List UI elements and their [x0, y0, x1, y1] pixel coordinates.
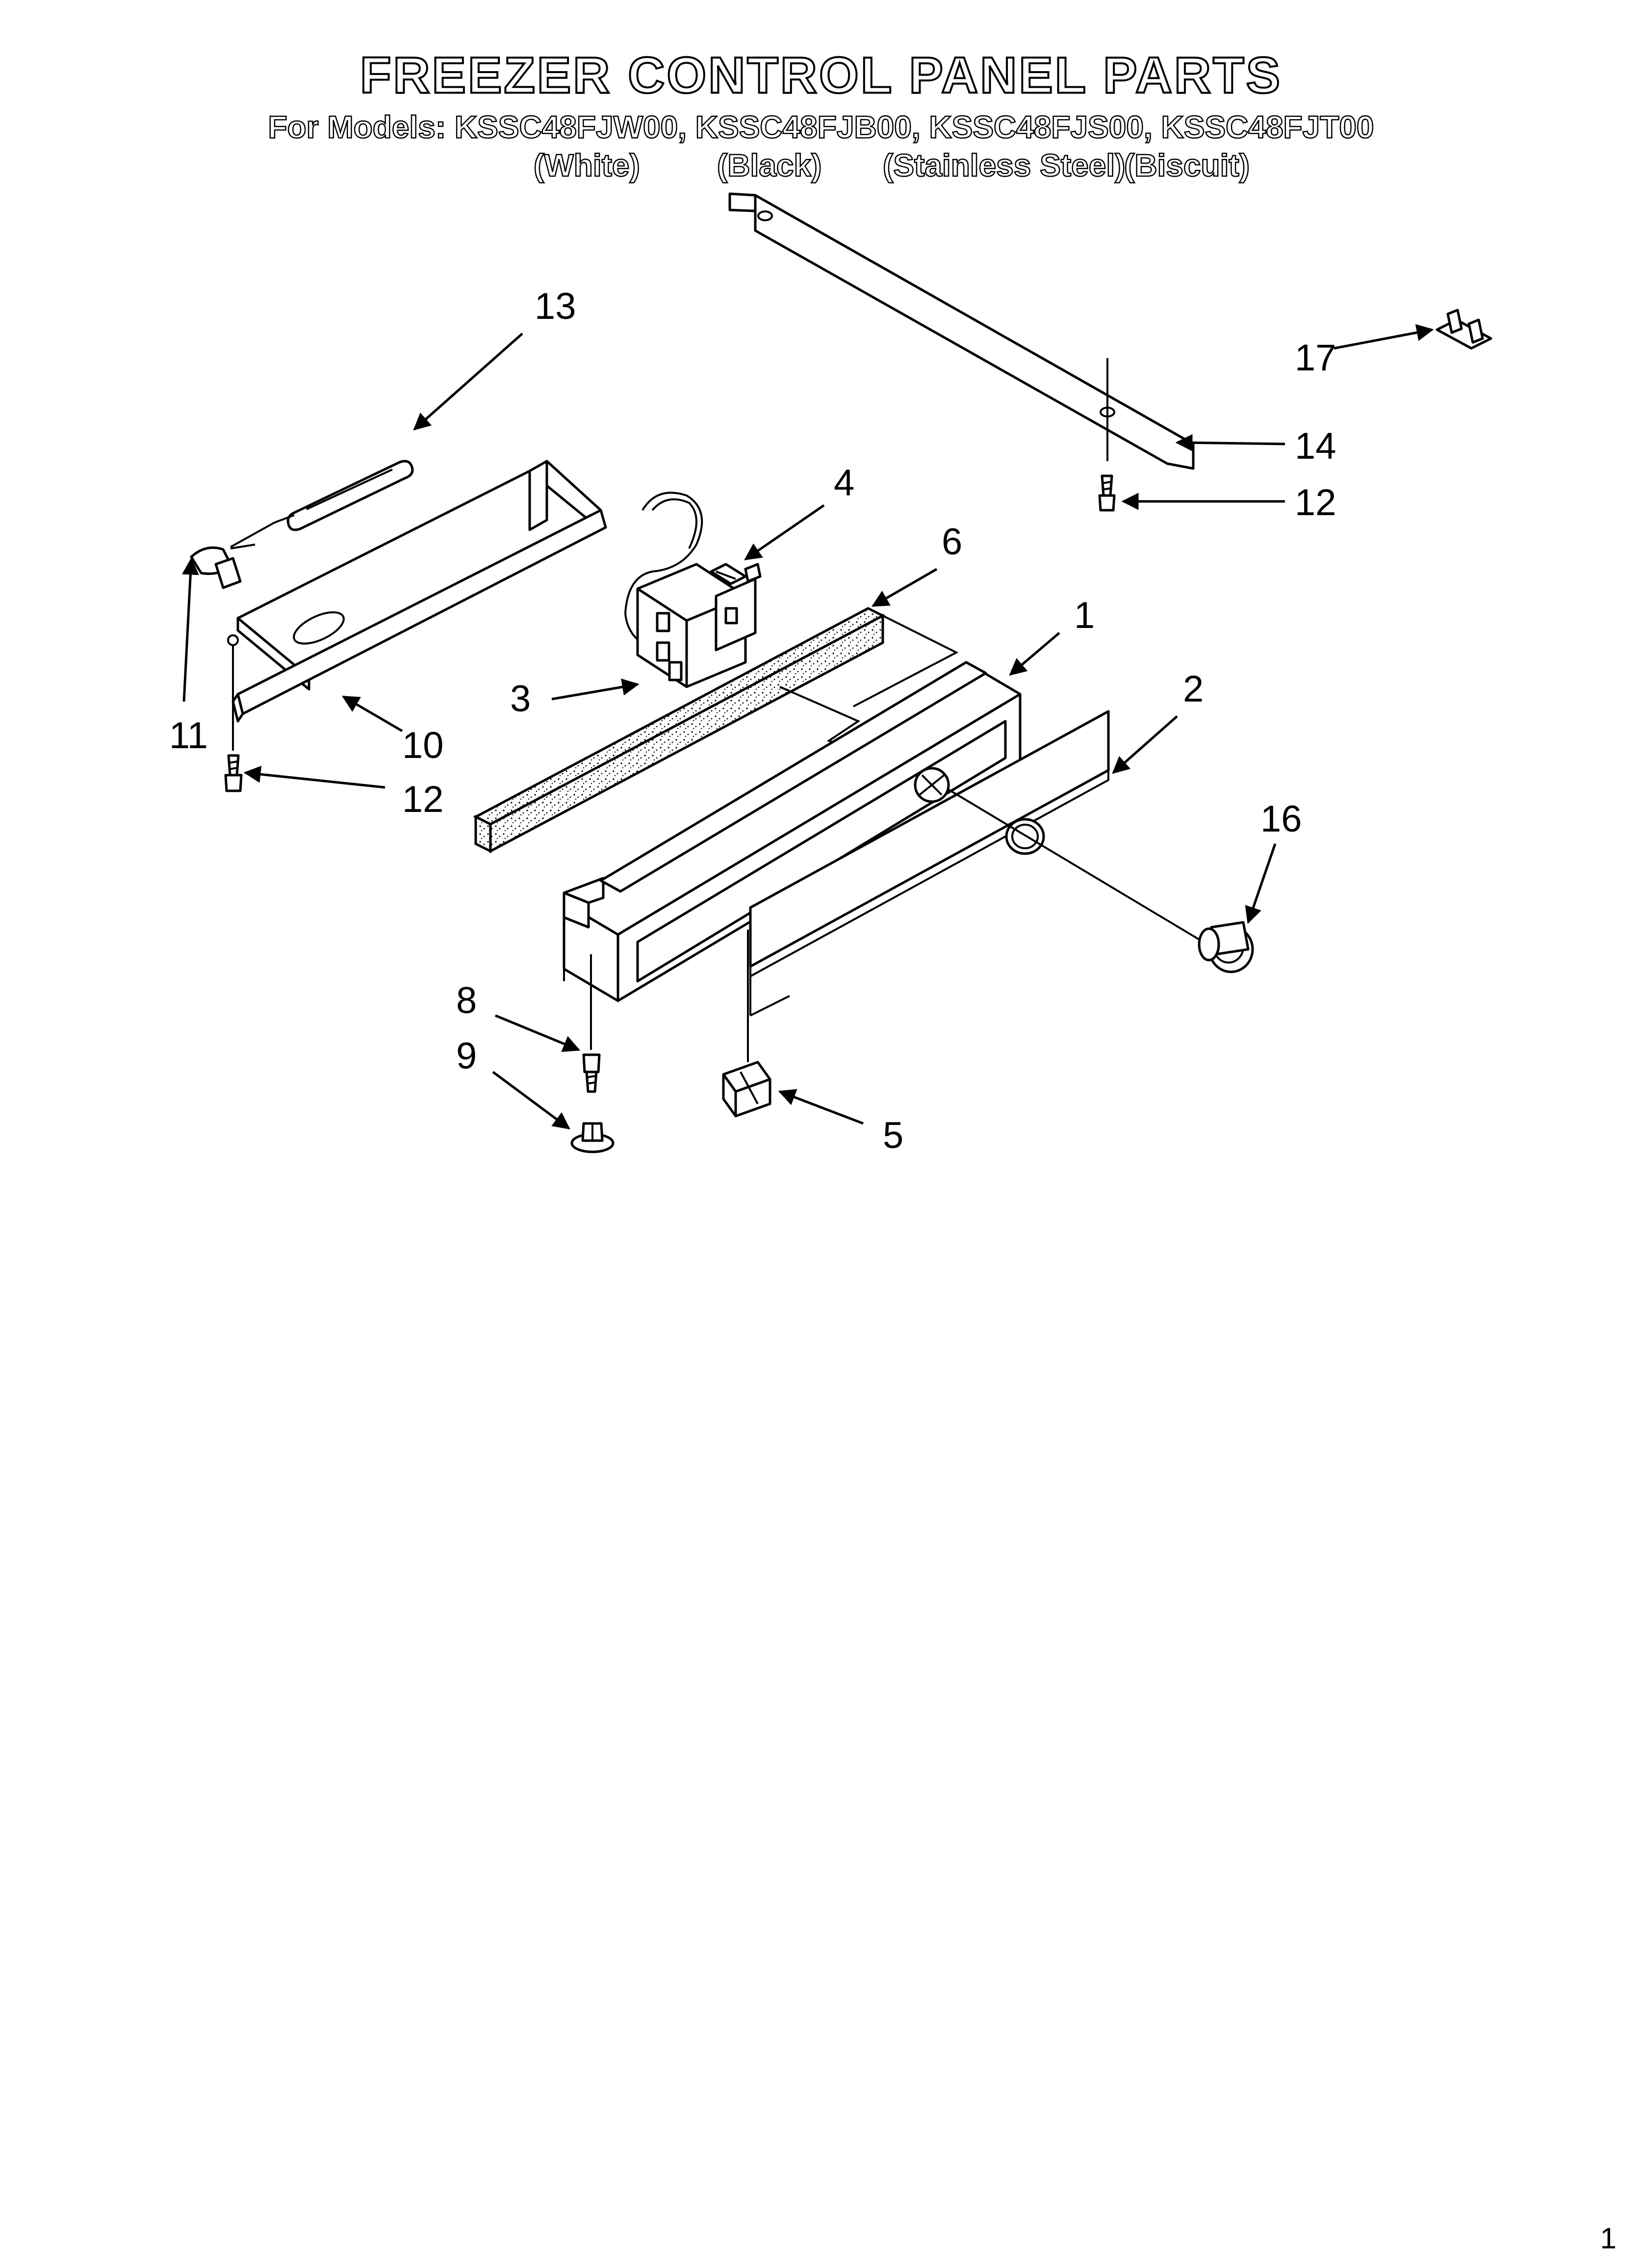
part-1-control-housing: [563, 661, 1022, 1002]
callout-16: 16: [1260, 798, 1302, 840]
callout-leaders: [181, 324, 1434, 1130]
color-label-black: (Black): [717, 147, 822, 184]
part-11-holder: [190, 544, 256, 589]
part-13-sensor-tube: [230, 460, 414, 548]
callout-4: 4: [834, 462, 854, 504]
callout-6: 6: [942, 521, 962, 563]
callout-5: 5: [883, 1115, 903, 1156]
part-3-control-switch: [624, 492, 757, 688]
part-4-screw: [710, 563, 762, 585]
part-10-bracket: [227, 460, 607, 751]
callout-1: 1: [1074, 595, 1095, 636]
callout-8: 8: [456, 980, 477, 1021]
part-14-trim-bar: [728, 192, 1195, 470]
color-label-stainless-steel: (Stainless Steel): [882, 147, 1126, 184]
page-number: 1: [1600, 2222, 1616, 2255]
part-12-screw-right: [1098, 474, 1116, 512]
part-17-clip: [1436, 309, 1492, 350]
color-label-white: (White): [533, 147, 641, 184]
callout-10: 10: [402, 725, 444, 766]
callout-9: 9: [456, 1035, 477, 1077]
callout-13: 13: [535, 286, 576, 327]
models-line: For Models: KSSC48FJW00, KSSC48FJB00, KS…: [267, 109, 1375, 146]
callout-labels: 1 2 3 4 5 6 8 9 10 11 12 12 13 14 16 17: [169, 286, 1336, 1156]
callout-12-right: 12: [1295, 482, 1336, 523]
callout-14: 14: [1295, 425, 1336, 467]
color-label-biscuit: (Biscuit): [1124, 147, 1251, 184]
callout-2: 2: [1183, 668, 1204, 710]
callout-12-left: 12: [402, 779, 444, 820]
callout-17: 17: [1295, 337, 1336, 379]
part-5-connector: [722, 930, 771, 1118]
part-6-foam-strip: [473, 607, 886, 854]
part-16-knob: [948, 789, 1254, 973]
part-12-screw-left: [224, 754, 243, 792]
part-9-washer: [570, 1122, 615, 1153]
page-title: FREEZER CONTROL PANEL PARTS: [359, 46, 1282, 105]
callout-3: 3: [510, 678, 531, 720]
callout-11: 11: [169, 715, 208, 756]
part-8-screw: [582, 954, 601, 1093]
